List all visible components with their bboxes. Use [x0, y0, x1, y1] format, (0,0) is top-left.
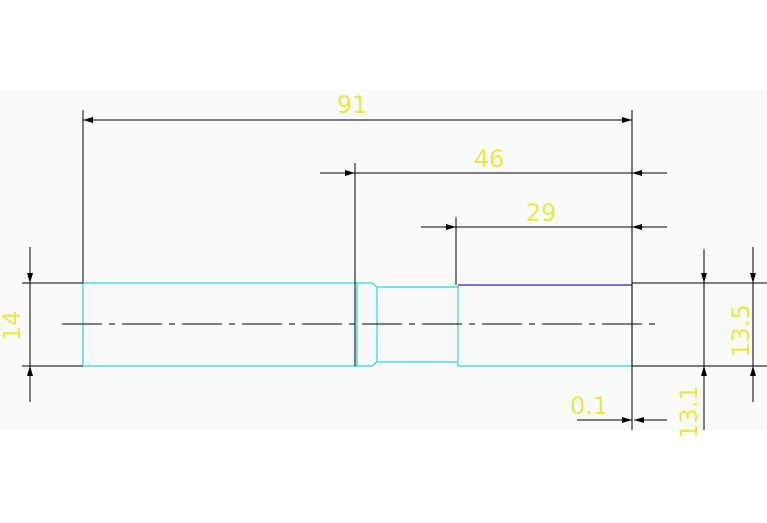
dim-text-right-diameter: 13.5	[727, 304, 755, 357]
dim-text-left-diameter: 14	[0, 311, 26, 342]
dim-text-right-small-diameter: 13.1	[675, 385, 703, 438]
dimension-lines	[27, 117, 756, 423]
cad-drawing-area[interactable]	[0, 90, 767, 430]
dim-text-step-offset: 0.1	[570, 392, 608, 420]
dim-text-section-a: 46	[474, 145, 505, 173]
dim-text-overall: 91	[337, 91, 368, 119]
dim-text-section-b: 29	[526, 199, 557, 227]
extension-lines	[22, 110, 767, 430]
